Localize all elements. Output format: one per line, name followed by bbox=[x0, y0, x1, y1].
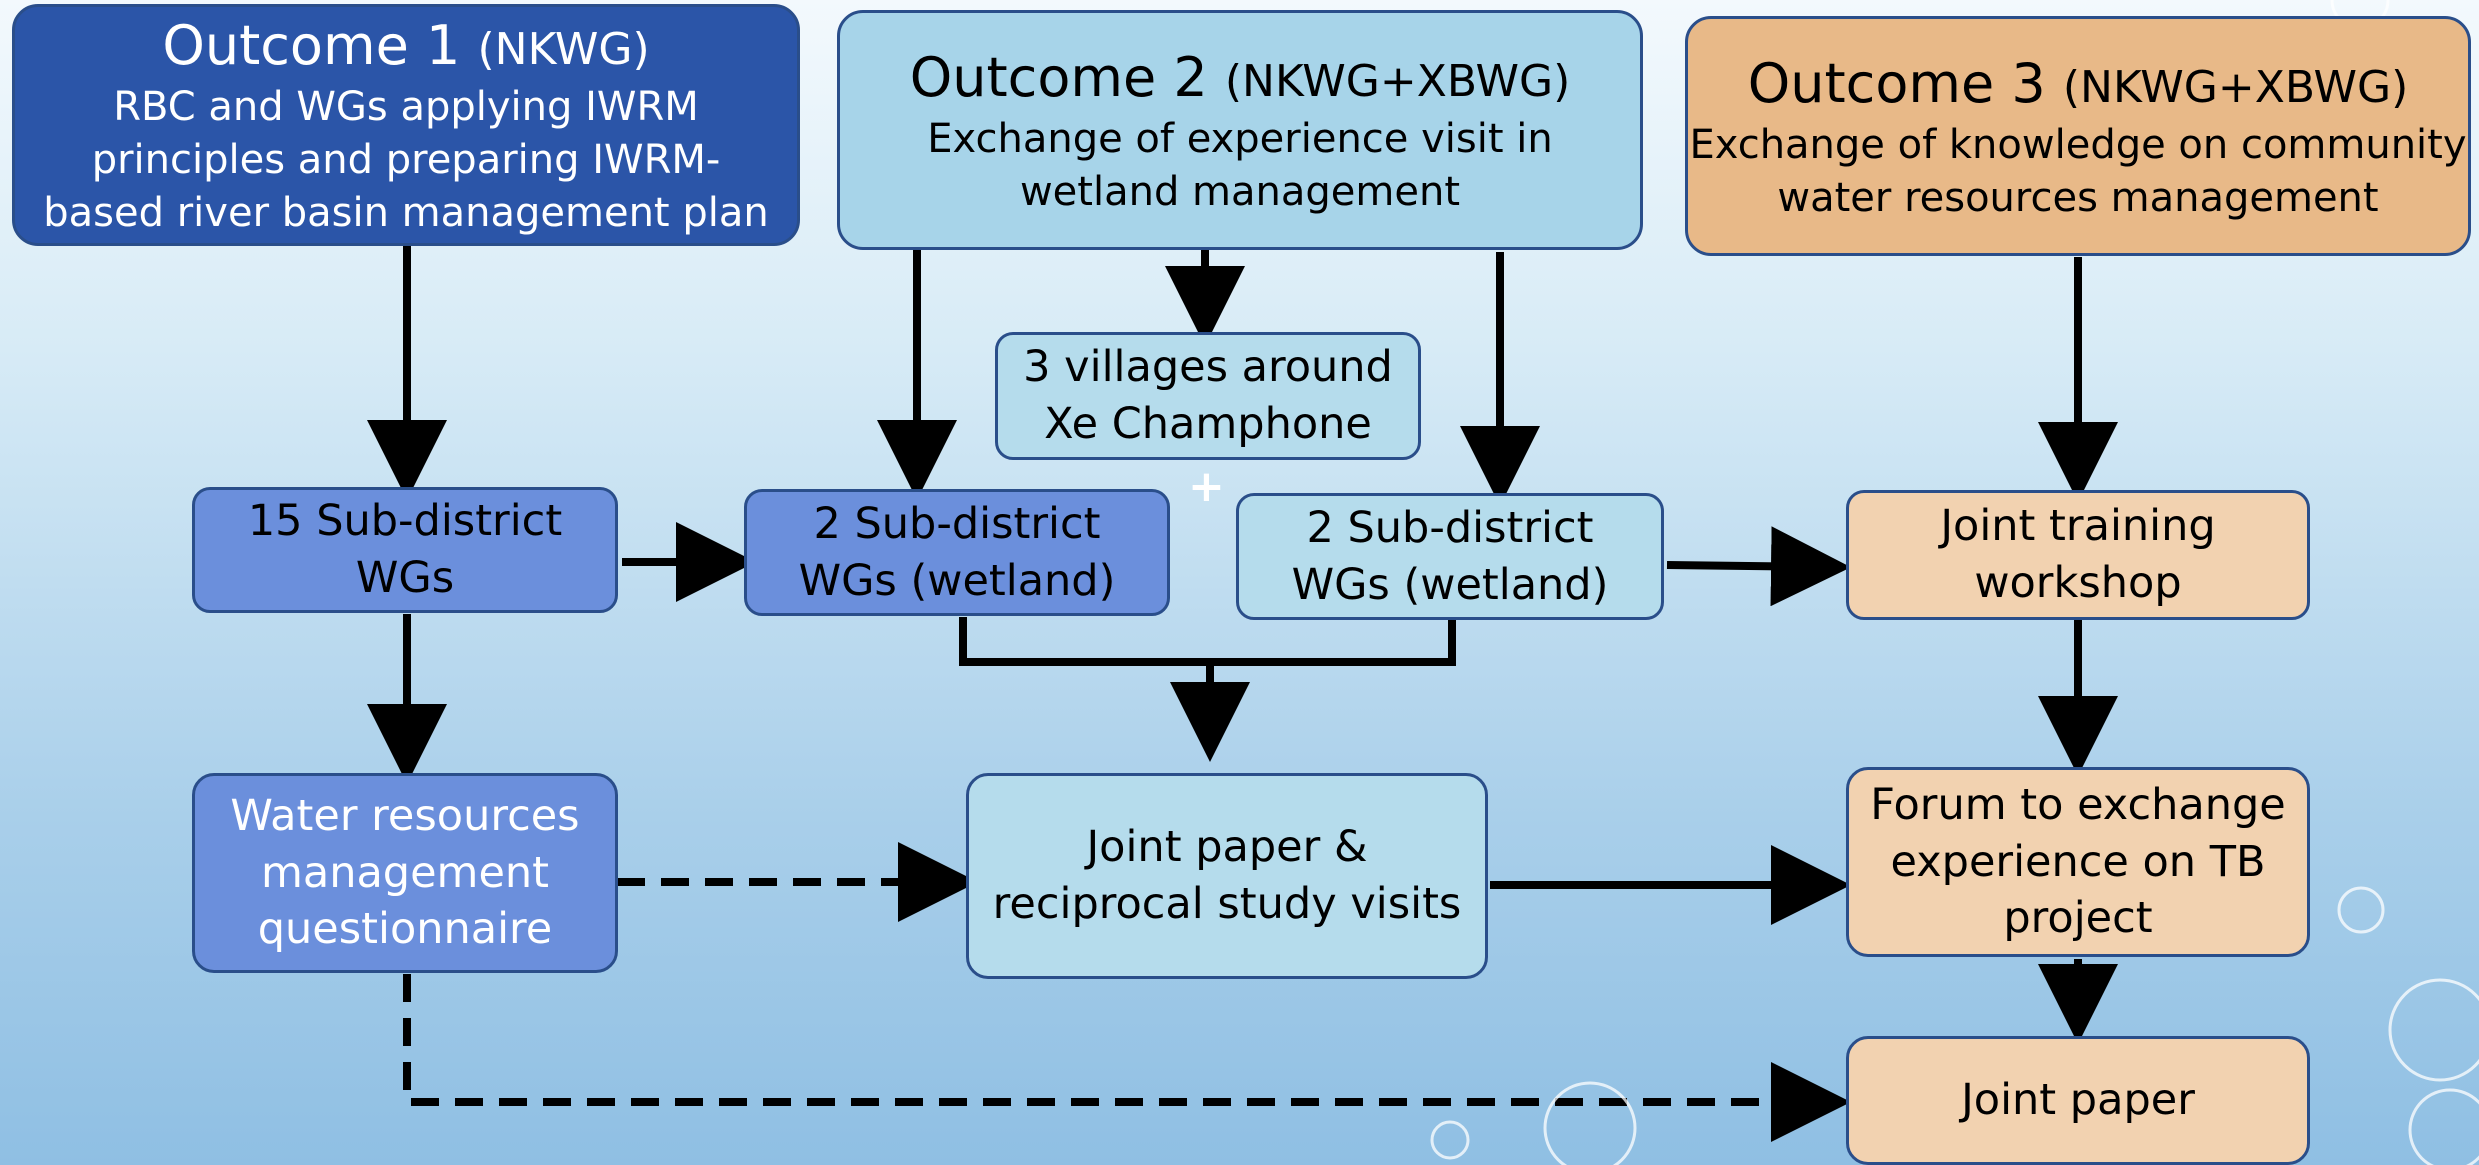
questionnaire-line3: questionnaire bbox=[257, 904, 553, 955]
questionnaire-line2: management bbox=[260, 847, 550, 898]
outcome1-box: Outcome 1 (NKWG) RBC and WGs applying IW… bbox=[12, 4, 800, 246]
outcome1-desc-line1: RBC and WGs applying IWRM bbox=[113, 84, 699, 131]
joint-paper-line1: Joint paper bbox=[1961, 1075, 2195, 1126]
joint-training-box: Joint training workshop bbox=[1846, 490, 2310, 620]
outcome3-title: Outcome 3 (NKWG+XBWG) bbox=[1748, 48, 2409, 119]
subdistrict2a-line1: 2 Sub-district bbox=[813, 498, 1101, 549]
outcome1-title-paren: (NKWG) bbox=[477, 24, 650, 76]
outcome1-title: Outcome 1 (NKWG) bbox=[162, 10, 649, 81]
joint-paper-visits-box: Joint paper & reciprocal study visits bbox=[966, 773, 1488, 979]
questionnaire-line1: Water resources bbox=[230, 790, 580, 841]
forum-box: Forum to exchange experience on TB proje… bbox=[1846, 767, 2310, 957]
outcome2-desc-line1: Exchange of experience visit in bbox=[927, 115, 1553, 162]
joint-paper-box: Joint paper bbox=[1846, 1036, 2310, 1165]
forum-line3: project bbox=[2003, 893, 2153, 944]
joint-training-line1: Joint training bbox=[1940, 501, 2216, 552]
subdistrict15-line1: 15 Sub-district bbox=[247, 496, 563, 547]
outcome1-desc-line3: based river basin management plan bbox=[43, 190, 769, 237]
outcome3-box: Outcome 3 (NKWG+XBWG) Exchange of knowle… bbox=[1685, 16, 2471, 256]
subdistrict2a-box: 2 Sub-district WGs (wetland) bbox=[744, 489, 1170, 616]
joint-paper-visits-line2: reciprocal study visits bbox=[992, 879, 1462, 929]
outcome3-title-paren: (NKWG+XBWG) bbox=[2062, 61, 2409, 113]
joint-training-line2: workshop bbox=[1974, 558, 2182, 608]
forum-line1: Forum to exchange bbox=[1870, 779, 2286, 830]
forum-line2: experience on TB bbox=[1890, 836, 2266, 887]
villages-box: 3 villages around Xe Champhone bbox=[995, 332, 1421, 460]
subdistrict2b-line2: WGs (wetland) bbox=[1291, 559, 1609, 610]
questionnaire-box: Water resources management questionnaire bbox=[192, 773, 618, 973]
plus-sign: + bbox=[1188, 461, 1225, 512]
outcome2-title-paren: (NKWG+XBWG) bbox=[1224, 55, 1571, 107]
outcome3-desc-line1: Exchange of knowledge on community bbox=[1689, 121, 2467, 168]
villages-line2: Xe Champhone bbox=[1044, 399, 1372, 449]
villages-line1: 3 villages around bbox=[1023, 342, 1393, 393]
dashed-path-questionnaire-to-joint-paper bbox=[403, 974, 1851, 1142]
subdistrict2a-line2: WGs (wetland) bbox=[798, 555, 1116, 606]
outcome3-desc-line2: water resources management bbox=[1777, 174, 2379, 221]
subdistrict15-box: 15 Sub-district WGs bbox=[192, 487, 618, 613]
outcome2-desc-line2: wetland management bbox=[1019, 168, 1461, 215]
joint-paper-visits-line1: Joint paper & bbox=[1086, 822, 1368, 873]
arrow-subdistrict2b-to-joint-training bbox=[1666, 526, 1851, 607]
outcome2-title-main: Outcome 2 bbox=[909, 45, 1208, 109]
outcome2-box: Outcome 2 (NKWG+XBWG) Exchange of experi… bbox=[837, 10, 1643, 250]
outcome1-title-main: Outcome 1 bbox=[162, 14, 461, 78]
outcome1-desc-line2: principles and preparing IWRM- bbox=[91, 137, 721, 184]
outcome2-title: Outcome 2 (NKWG+XBWG) bbox=[910, 42, 1571, 113]
subdistrict2b-line1: 2 Sub-district bbox=[1306, 502, 1594, 553]
bracket-subdistricts-merge bbox=[959, 617, 1456, 666]
subdistrict15-line2: WGs bbox=[355, 553, 455, 603]
outcome3-title-main: Outcome 3 bbox=[1747, 51, 2046, 115]
subdistrict2b-box: 2 Sub-district WGs (wetland) bbox=[1236, 493, 1664, 620]
